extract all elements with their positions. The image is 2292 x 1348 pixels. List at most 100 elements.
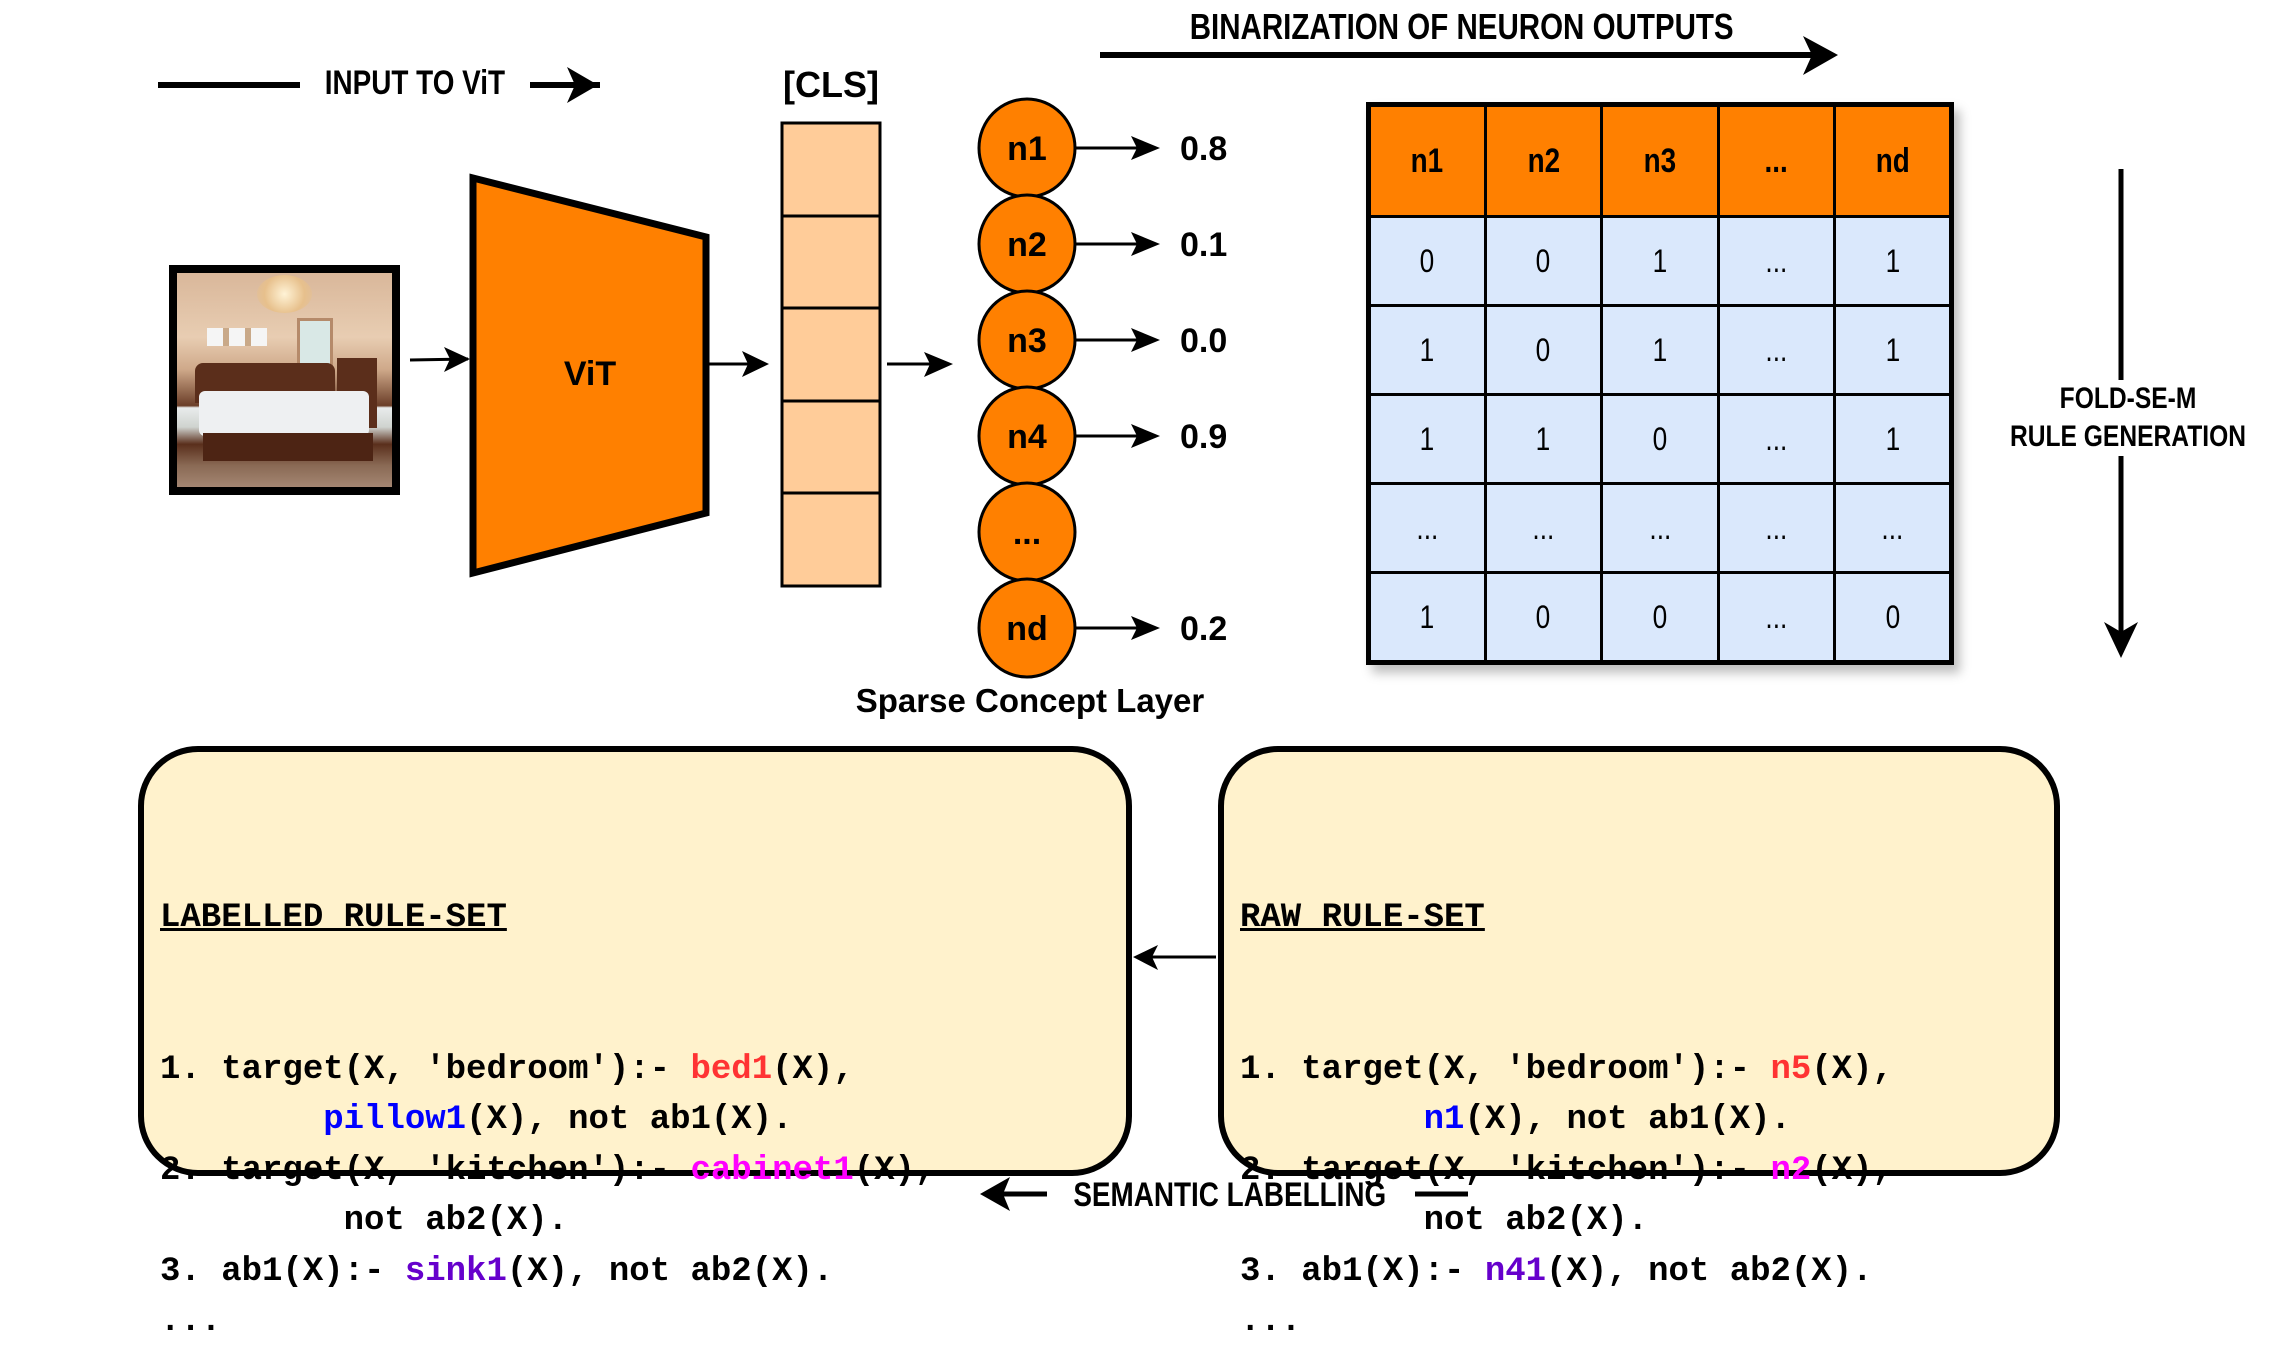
- bed-base-shape: [203, 433, 373, 461]
- rule-text: (X),: [1811, 1050, 1893, 1089]
- vit-to-cls-arrowhead: [742, 351, 769, 377]
- table-header-cell: n2: [1483, 103, 1604, 218]
- rule-line: 2. target(X, 'kitchen'):- cabinet1(X),: [160, 1146, 935, 1197]
- table-header-cell: n1: [1367, 103, 1487, 218]
- rule-text: (X),: [772, 1050, 854, 1089]
- concept-predicate: cabinet1: [690, 1151, 854, 1190]
- table-cell: 0: [1833, 571, 1953, 664]
- table-row: ...............: [1367, 482, 1953, 574]
- neuron-label: n3: [1007, 322, 1047, 360]
- rule-generation-line-1: FOLD-SE-M: [2059, 382, 2197, 415]
- rule-generation-arrow-head: [2104, 622, 2138, 658]
- neuron-output-arrowhead: [1131, 328, 1160, 352]
- table-cell: 0: [1600, 571, 1720, 664]
- table-cell: 1: [1367, 571, 1487, 664]
- table-cell: ...: [1483, 482, 1604, 574]
- rule-text: (X), not ab2(X).: [1546, 1252, 1873, 1291]
- rule-text: 1. target(X, 'bedroom'):-: [1240, 1050, 1771, 1089]
- rule-line: pillow1(X), not ab1(X).: [160, 1095, 935, 1146]
- table-cell: 0: [1483, 304, 1604, 396]
- cls-to-neurons-arrowhead: [924, 352, 953, 377]
- table-cell: ...: [1833, 482, 1953, 574]
- binarization-arrow-head: [1803, 36, 1838, 75]
- raw-rule-set-code: RAW RULE-SET 1. target(X, 'bedroom'):- n…: [1240, 792, 1893, 1348]
- neuron-output-arrowhead: [1131, 424, 1160, 448]
- neuron-output-value: 0.1: [1180, 226, 1227, 264]
- labelled-rule-set-box: LABELLED RULE-SET 1. target(X, 'bedroom'…: [138, 746, 1132, 1341]
- table-cell: 1: [1367, 393, 1487, 485]
- table-cell: 1: [1367, 304, 1487, 396]
- chandelier-shape: [257, 275, 312, 313]
- rule-text: 1. target(X, 'bedroom'):-: [160, 1050, 691, 1089]
- neuron-label: n1: [1007, 130, 1047, 168]
- table-cell: 0: [1600, 393, 1720, 485]
- cls-label: [CLS]: [783, 64, 879, 105]
- rule-line: not ab2(X).: [1240, 1196, 1893, 1247]
- concept-predicate: sink1: [404, 1252, 507, 1291]
- table-cell: 1: [1833, 215, 1953, 307]
- rule-text: (X),: [853, 1151, 936, 1190]
- concept-predicate: n2: [1770, 1151, 1812, 1190]
- rule-generation-line-2: RULE GENERATION: [2009, 420, 2246, 453]
- table-cell: ...: [1716, 393, 1837, 485]
- rule-line: 1. target(X, 'bedroom'):- bed1(X),: [160, 1045, 935, 1096]
- concept-predicate: n1: [1423, 1101, 1465, 1139]
- input-to-vit-text: INPUT TO ViT: [324, 64, 506, 102]
- bed-shape: [199, 391, 369, 436]
- rule-generation-label: FOLD-SE-M RULE GENERATION: [1968, 380, 2288, 456]
- rule-line: 3. ab1(X):- sink1(X), not ab2(X).: [160, 1247, 935, 1298]
- rule-line: 1. target(X, 'bedroom'):- n5(X),: [1240, 1045, 1893, 1096]
- table-cell: ...: [1716, 304, 1837, 396]
- rule-line: ...: [160, 1297, 935, 1348]
- table-header-cell: n3: [1600, 103, 1720, 218]
- neuron-output-arrowhead: [1131, 616, 1160, 640]
- table-cell: 0: [1483, 215, 1604, 307]
- table-cell: ...: [1600, 482, 1720, 574]
- table-header-cell: ...: [1716, 103, 1837, 218]
- table-cell: ...: [1716, 215, 1837, 307]
- neuron-label: n4: [1007, 418, 1047, 456]
- table-cell: 1: [1600, 304, 1720, 396]
- table-cell: ...: [1367, 482, 1487, 574]
- image-to-vit-arrowhead: [444, 347, 470, 372]
- binarization-text: BINARIZATION OF NEURON OUTPUTS: [1189, 6, 1734, 47]
- rule-text: (X), not ab1(X).: [466, 1101, 793, 1139]
- rule-text: [1240, 1101, 1424, 1139]
- concept-predicate: pillow1: [323, 1101, 467, 1139]
- table-cell: 1: [1600, 215, 1720, 307]
- raw-rule-set-box: RAW RULE-SET 1. target(X, 'bedroom'):- n…: [1218, 746, 2060, 1341]
- vit-label: ViT: [563, 355, 617, 393]
- raw-to-labelled-arrowhead: [1133, 945, 1158, 970]
- neuron-output-arrowhead: [1131, 136, 1160, 160]
- rule-text: (X), not ab1(X).: [1464, 1101, 1791, 1139]
- semantic-labelling-text: SEMANTIC LABELLING: [1073, 1176, 1387, 1214]
- rule-text: [160, 1101, 323, 1139]
- rule-text: 2. target(X, 'kitchen'):-: [160, 1151, 691, 1190]
- rule-text: 2. target(X, 'kitchen'):-: [1240, 1151, 1771, 1190]
- concept-predicate: n41: [1484, 1252, 1547, 1291]
- rule-text: 3. ab1(X):-: [160, 1252, 405, 1291]
- input-bedroom-image: [169, 265, 400, 495]
- semantic-labelling-label: SEMANTIC LABELLING: [1030, 1176, 1430, 1215]
- concept-predicate: bed1: [690, 1050, 773, 1089]
- neuron-output-arrowhead: [1131, 232, 1160, 256]
- table-header-cell: nd: [1833, 103, 1953, 218]
- rule-text: (X), not ab2(X).: [506, 1252, 834, 1291]
- input-to-vit-label: INPUT TO ViT: [300, 64, 530, 103]
- sparse-concept-layer-caption: Sparse Concept Layer: [855, 682, 1205, 719]
- labelled-rule-set-code: LABELLED RULE-SET 1. target(X, 'bedroom'…: [160, 792, 935, 1348]
- raw-rule-set-title: RAW RULE-SET: [1240, 899, 1485, 937]
- table-cell: 1: [1833, 393, 1953, 485]
- cls-token-column: [780, 121, 882, 588]
- neuron-label: ...: [1013, 514, 1041, 552]
- rule-line: 2. target(X, 'kitchen'):- n2(X),: [1240, 1146, 1893, 1197]
- table-cell: 0: [1483, 571, 1604, 664]
- rule-text: 3. ab1(X):-: [1240, 1252, 1485, 1291]
- neuron-output-value: 0.9: [1180, 418, 1227, 456]
